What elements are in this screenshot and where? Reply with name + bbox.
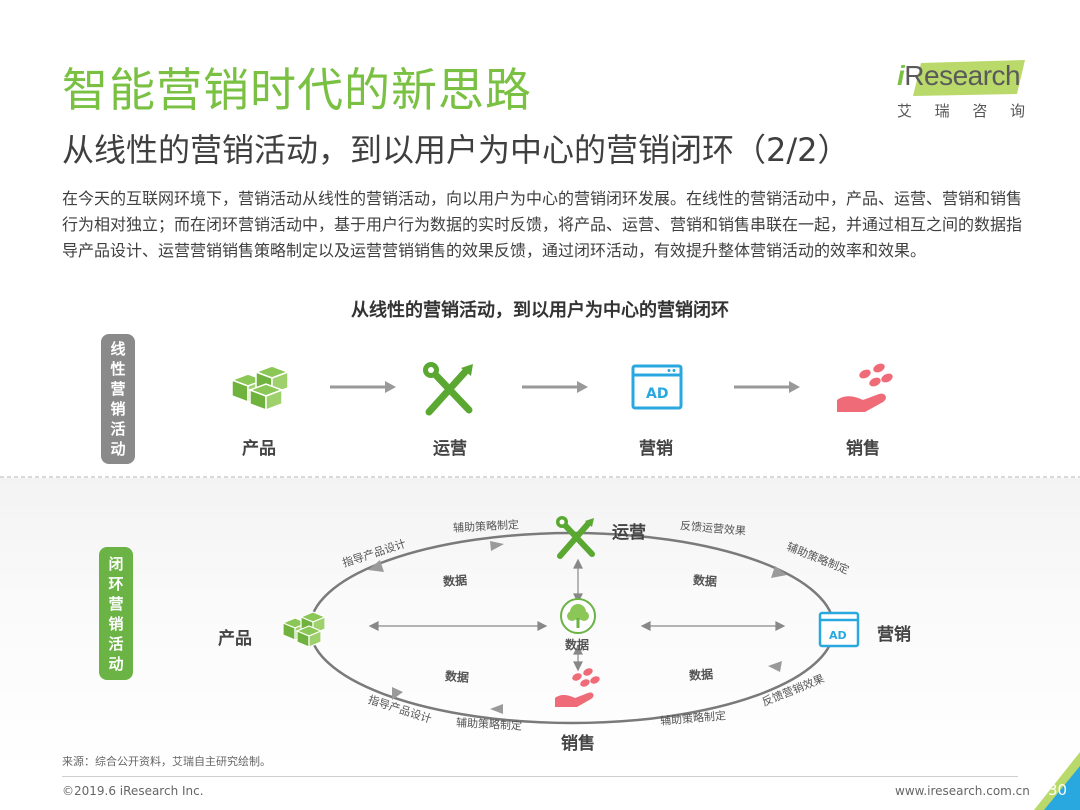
logo-i: i — [897, 60, 905, 91]
double-arrow-right — [640, 621, 786, 631]
double-arrow-left — [368, 621, 548, 631]
closed-label-char: 动 — [108, 654, 124, 673]
arrow-right-icon — [734, 381, 800, 393]
double-arrow-up — [573, 558, 583, 604]
boxes-icon — [229, 365, 291, 412]
linear-label-char: 营 — [110, 380, 126, 398]
page-title: 智能营销时代的新思路 — [62, 63, 532, 117]
hand-coins-icon — [555, 668, 600, 707]
ad-screen-icon: AD — [818, 611, 860, 648]
closed-label-char: 闭 — [108, 554, 124, 573]
arrow-icon — [368, 560, 384, 572]
closed-loop-diagram: AD — [281, 516, 860, 725]
arrow-icon — [490, 541, 504, 551]
copyright: ©2019.6 iResearch Inc. — [62, 784, 204, 798]
logo-cn-4: 询 — [1009, 102, 1025, 120]
closed-label-char: 销 — [108, 614, 124, 633]
linear-node-marketing: 营销 — [639, 439, 673, 459]
closed-node-sales: 销售 — [561, 734, 595, 754]
data-tree-icon — [560, 598, 596, 634]
logo-research: Research — [904, 60, 1021, 91]
arrow-right-icon — [330, 381, 396, 393]
logo-cn-3: 咨 — [972, 102, 988, 120]
closed-node-product: 产品 — [218, 629, 252, 649]
linear-label-char: 动 — [110, 440, 126, 458]
closed-label-char: 环 — [108, 574, 124, 593]
arrow-icon — [768, 661, 782, 672]
edge-data-tr: 数据 — [692, 573, 718, 589]
page-number: 30 — [1048, 781, 1068, 799]
logo-cn-1: 艾 — [897, 102, 913, 120]
closed-node-marketing: 营销 — [877, 625, 911, 645]
logo-chinese: 艾 瑞 咨 询 — [897, 100, 1025, 121]
intro-paragraph: 在今天的互联网环境下，营销活动从线性的营销活动，向以用户为中心的营销闭环发展。在… — [62, 189, 1023, 260]
ad-text-small: AD — [829, 629, 847, 642]
linear-node-product: 产品 — [242, 439, 276, 459]
closed-label-char: 活 — [108, 634, 124, 653]
iresearch-logo: iResearch 艾 瑞 咨 询 — [893, 58, 1033, 122]
linear-node-ops: 运营 — [433, 439, 467, 459]
linear-label-char: 销 — [110, 400, 126, 418]
closed-node-center: 数据 — [565, 638, 590, 652]
ad-text: AD — [646, 386, 668, 402]
edge-data-tl: 数据 — [442, 573, 468, 589]
arrow-icon — [490, 704, 503, 714]
arrow-icon — [392, 687, 403, 700]
edge-assist-strategy-bottom-left: 辅助策略制定 — [455, 716, 523, 733]
hand-coins-icon — [837, 363, 893, 412]
logo-cn-2: 瑞 — [934, 102, 950, 120]
ad-screen-icon: AD — [631, 364, 683, 410]
source-note: 来源：综合公开资料，艾瑞自主研究绘制。 — [62, 755, 271, 768]
website-link[interactable]: www.iresearch.com.cn — [895, 784, 1030, 798]
arrow-right-icon — [522, 381, 588, 393]
linear-label-char: 活 — [110, 420, 126, 438]
edge-data-bl: 数据 — [444, 669, 470, 685]
boxes-icon — [281, 611, 327, 648]
section-divider — [0, 476, 1080, 478]
double-arrow-down — [573, 644, 583, 672]
linear-label: 线 性 营 销 活 动 — [101, 334, 135, 464]
tools-icon — [423, 362, 473, 416]
edge-data-br: 数据 — [688, 667, 714, 683]
linear-flow: AD — [229, 362, 893, 416]
linear-node-sales: 销售 — [846, 439, 880, 459]
linear-label-char: 性 — [110, 360, 126, 378]
page-subtitle: 从线性的营销活动，到以用户为中心的营销闭环（2/2） — [62, 131, 850, 169]
closed-label-char: 营 — [108, 594, 124, 613]
arrow-icon — [771, 566, 787, 578]
diagram-title: 从线性的营销活动，到以用户为中心的营销闭环 — [351, 300, 729, 321]
linear-label-char: 线 — [110, 340, 126, 358]
closed-loop-label: 闭 环 营 销 活 动 — [99, 547, 133, 680]
tools-icon — [556, 516, 595, 559]
page-corner-decoration — [1034, 752, 1080, 810]
footer-divider — [62, 776, 1018, 777]
closed-node-ops: 运营 — [612, 523, 646, 543]
